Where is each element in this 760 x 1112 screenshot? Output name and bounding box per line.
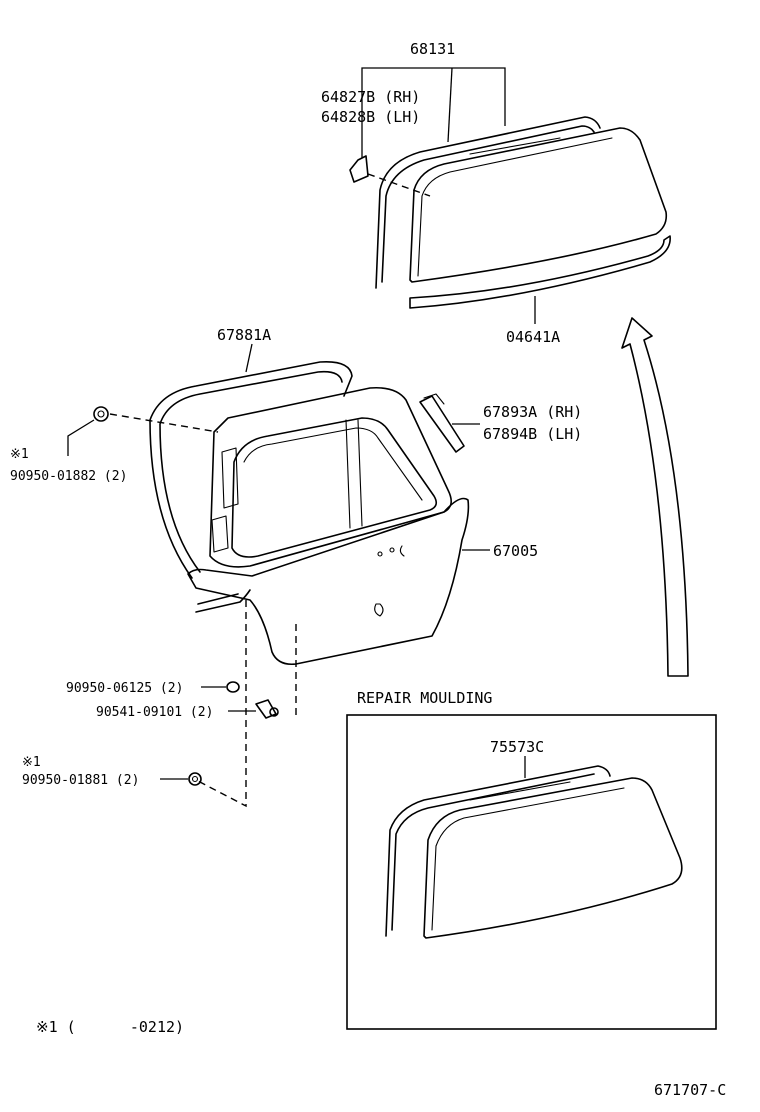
- door-side-panel-lower: [211, 515, 229, 553]
- door-window-opening: [231, 417, 438, 558]
- support-67893a: [419, 395, 465, 453]
- repair-moulding-box: [346, 714, 717, 1030]
- door-outer-panel-67005: [187, 497, 470, 666]
- label-68131: 68131: [410, 40, 455, 58]
- label-repair-moulding: REPAIR MOULDING: [357, 689, 492, 707]
- clip-90950-01881: [188, 772, 202, 786]
- label-67894b: 67894B (LH): [483, 425, 582, 443]
- label-90541-09101: 90541-09101 (2): [96, 705, 213, 720]
- back-glass-group: [349, 67, 689, 677]
- repair-highlight: [469, 781, 571, 801]
- repair-box-frame: [346, 714, 717, 1030]
- repair-moulding-outer: [385, 765, 611, 937]
- label-90950-01881: 90950-01881 (2): [22, 773, 139, 788]
- door-frame-pillar-a: [345, 419, 351, 529]
- label-figure-code: 671707-C: [654, 1081, 726, 1099]
- moulding-outer: [375, 116, 601, 289]
- lower-moulding-04641a: [409, 235, 671, 309]
- clip-64827b: [349, 155, 369, 183]
- emblem-mark: [399, 545, 405, 557]
- repair-glass-inner: [431, 787, 625, 931]
- emblem-hole-1: [377, 551, 383, 557]
- door-handle-mark: [374, 603, 384, 617]
- label-67005: 67005: [493, 542, 538, 560]
- plug-90950-06125: [226, 681, 240, 693]
- leader-90950-01882: [67, 419, 95, 456]
- repair-glass: [423, 777, 683, 939]
- back-glass: [409, 127, 668, 283]
- label-75573c: 75573C: [490, 738, 544, 756]
- install-arrow: [621, 317, 689, 677]
- bumper-90541-09101: [255, 699, 277, 719]
- bumper-90541-09101-head: [269, 707, 279, 717]
- dashed-clip-door: [109, 413, 219, 433]
- dashed-lower-clip: [195, 600, 247, 808]
- back-glass-inner-edge: [417, 137, 613, 277]
- label-04641a: 04641A: [506, 328, 560, 346]
- door-side-panel-upper: [221, 447, 239, 509]
- label-mark1-a: ※1: [10, 447, 29, 462]
- label-90950-01882: 90950-01882 (2): [10, 469, 127, 484]
- door-frame-pillar-b: [357, 419, 363, 527]
- door-window-opening-inner: [243, 427, 423, 501]
- weatherstrip-bottom: [195, 589, 251, 613]
- clip-90950-01881-center: [191, 775, 199, 783]
- weatherstrip-inner: [159, 370, 343, 573]
- door-inner-frame: [209, 386, 452, 568]
- leader-68131-mid: [447, 67, 453, 143]
- back-door-group: [67, 343, 490, 808]
- leader-67881a: [245, 343, 253, 373]
- leader-68131: [361, 67, 506, 126]
- label-67893a: 67893A (RH): [483, 403, 582, 421]
- moulding-outer-inner-edge: [381, 125, 595, 283]
- label-64828b: 64828B (LH): [321, 108, 420, 126]
- dashed-clip-glass: [367, 173, 431, 197]
- support-67893a-tab: [423, 393, 445, 405]
- label-67881a: 67881A: [217, 326, 271, 344]
- weatherstrip-outer: [149, 360, 353, 579]
- label-footnote: ※1 ( -0212): [36, 1018, 184, 1036]
- clip-90950-01882: [93, 406, 109, 422]
- label-64827b: 64827B (RH): [321, 88, 420, 106]
- emblem-hole-2: [389, 547, 395, 553]
- clip-90950-01882-center: [97, 410, 105, 418]
- label-mark1-b: ※1: [22, 755, 41, 770]
- label-90950-06125: 90950-06125 (2): [66, 681, 183, 696]
- glass-highlight: [469, 137, 561, 155]
- repair-moulding-inner: [391, 773, 595, 931]
